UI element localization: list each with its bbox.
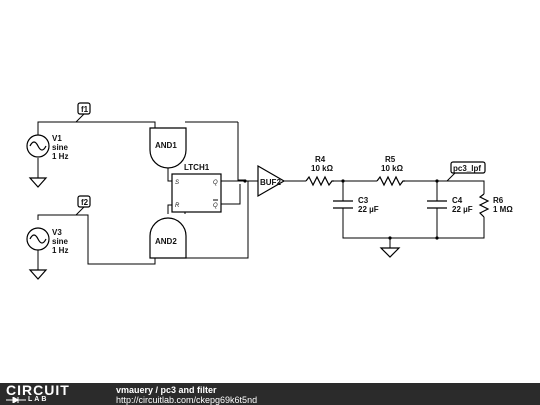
author-link[interactable]: vmauery <box>116 385 154 395</box>
capacitor-c4[interactable]: C4 22 µF <box>427 196 473 214</box>
capacitor-icon <box>427 200 447 209</box>
and2-label: AND2 <box>155 237 177 246</box>
circuit-schematic: V1 sine 1 Hz V3 sine 1 Hz f1 f2 AND1 AND… <box>26 102 513 280</box>
v1-type: sine <box>52 143 69 152</box>
net-tag-pc3-lpf-label: pc3_lpf <box>453 164 481 173</box>
sine-source-icon <box>26 227 50 251</box>
circuitlab-logo-sub: LAB <box>28 396 49 403</box>
latch-pin-qbar: Q <box>213 203 218 209</box>
ground-v3 <box>28 269 48 280</box>
resistor-icon <box>305 175 334 187</box>
latch-name: LTCH1 <box>184 163 210 172</box>
net-tag-f1[interactable]: f1 <box>75 102 91 123</box>
v3-type: sine <box>52 237 69 246</box>
r4-value: 10 kΩ <box>311 164 334 173</box>
sine-wave-icon <box>29 234 47 244</box>
resistor-r6[interactable]: R6 1 MΩ <box>478 193 513 218</box>
net-tag-f2[interactable]: f2 <box>75 195 91 216</box>
resistor-icon <box>376 175 405 187</box>
v1-name: V1 <box>52 134 62 143</box>
ground-icon <box>28 177 48 188</box>
r5-name: R5 <box>385 155 396 164</box>
r5-value: 10 kΩ <box>381 164 404 173</box>
title-separator: / <box>153 385 161 395</box>
capacitor-icon <box>333 200 353 209</box>
diode-logo-icon <box>6 397 26 403</box>
and-gate-2[interactable]: AND2 <box>149 217 187 259</box>
buffer-gate[interactable]: BUF2 <box>257 164 286 198</box>
wires <box>37 121 485 270</box>
resistor-icon <box>478 193 490 218</box>
ground-icon <box>379 247 401 258</box>
resistor-r5[interactable]: R5 10 kΩ <box>376 155 405 187</box>
circuitlab-logo[interactable]: CIRCUIT <box>6 382 70 398</box>
project-title-line: vmauery / pc3 and filter <box>116 385 217 395</box>
c4-value: 22 µF <box>452 205 473 214</box>
and-gate-1[interactable]: AND1 <box>149 127 187 169</box>
buffer-icon <box>257 164 286 198</box>
latch-pin-r: R <box>175 203 180 209</box>
latch-icon <box>171 173 222 213</box>
ground-icon <box>28 269 48 280</box>
sr-latch[interactable]: LTCH1 S R Q Q <box>171 163 222 213</box>
capacitor-c3[interactable]: C3 22 µF <box>333 196 379 214</box>
v3-freq: 1 Hz <box>52 246 68 255</box>
net-tag-f2-label: f2 <box>81 198 89 207</box>
c3-value: 22 µF <box>358 205 379 214</box>
source-v1[interactable]: V1 sine 1 Hz <box>26 134 69 161</box>
project-name: pc3 and filter <box>160 385 217 395</box>
latch-pin-q: Q <box>213 180 218 186</box>
project-url-link[interactable]: http://circuitlab.com/ckepg69k6t5nd <box>116 395 258 405</box>
footer-bar: CIRCUIT LAB vmauery / pc3 and filter htt… <box>0 383 540 405</box>
r4-name: R4 <box>315 155 326 164</box>
ground-filter <box>379 247 401 258</box>
v3-name: V3 <box>52 228 62 237</box>
sine-source-icon <box>26 134 50 158</box>
c4-name: C4 <box>452 196 463 205</box>
c3-name: C3 <box>358 196 369 205</box>
r6-name: R6 <box>493 196 504 205</box>
and1-label: AND1 <box>155 141 177 150</box>
sine-wave-icon <box>29 141 47 151</box>
ground-v1 <box>28 177 48 188</box>
buffer-label: BUF2 <box>260 178 281 187</box>
and-gate-icon <box>149 127 187 169</box>
and-gate-icon <box>149 217 187 259</box>
source-v3[interactable]: V3 sine 1 Hz <box>26 227 69 255</box>
v1-freq: 1 Hz <box>52 152 68 161</box>
latch-pin-s: S <box>175 180 179 186</box>
net-tag-f1-label: f1 <box>81 105 89 114</box>
r6-value: 1 MΩ <box>493 205 513 214</box>
resistor-r4[interactable]: R4 10 kΩ <box>305 155 334 187</box>
net-tag-pc3-lpf[interactable]: pc3_lpf <box>446 161 486 182</box>
